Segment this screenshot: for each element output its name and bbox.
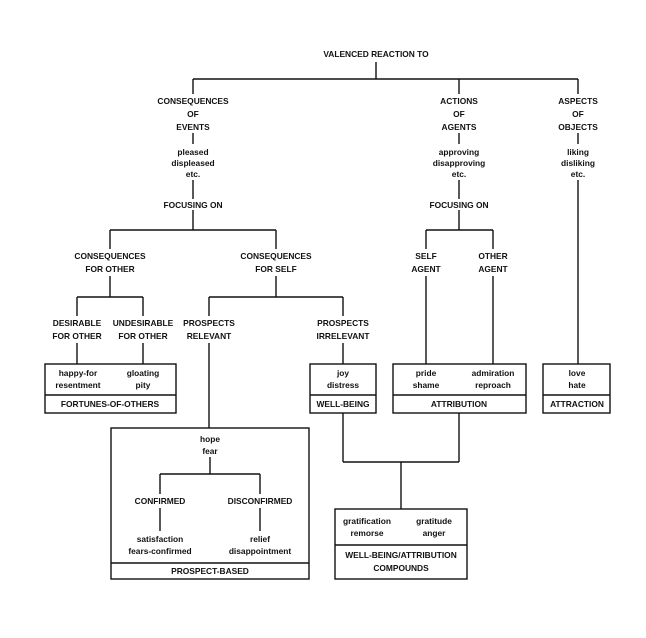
compounds-box xyxy=(334,508,468,580)
other-agent-line-1: OTHER xyxy=(478,251,507,261)
events-reaction-2: displeased xyxy=(171,158,214,168)
confirmed-label: CONFIRMED xyxy=(135,496,186,506)
events-reaction-1: pleased xyxy=(177,147,208,157)
objects-reaction-2: disliking xyxy=(561,158,595,168)
prospects-irrelevant-line-1: PROSPECTS xyxy=(317,318,369,328)
prospect-based-contents: hope fear CONFIRMED DISCONFIRMED satisfa… xyxy=(128,434,292,576)
consequences-for-other-line-1: CONSEQUENCES xyxy=(74,251,146,261)
undesirable-for-other-line-1: UNDESIRABLE xyxy=(113,318,174,328)
agent-focus-nodes: SELF AGENT OTHER AGENT xyxy=(411,251,508,274)
emotion-anger: anger xyxy=(423,528,447,538)
agents-reaction-1: approving xyxy=(439,147,479,157)
emotion-fear: fear xyxy=(202,446,218,456)
emotion-distress: distress xyxy=(327,380,359,390)
emotion-resentment: resentment xyxy=(55,380,100,390)
events-branch-line-3: EVENTS xyxy=(176,122,210,132)
compounds-label-line-1: WELL-BEING/ATTRIBUTION xyxy=(345,550,457,560)
self-agent-line-2: AGENT xyxy=(411,264,441,274)
well-being-label: WELL-BEING xyxy=(316,399,369,409)
prospect-based-box xyxy=(110,427,310,580)
fortunes-of-others-box xyxy=(44,363,177,414)
attraction-contents: love hate ATTRACTION xyxy=(550,368,604,409)
fortunes-of-others-label: FORTUNES-OF-OTHERS xyxy=(61,399,160,409)
emotion-gratification: gratification xyxy=(343,516,391,526)
emotion-disappointment: disappointment xyxy=(229,546,292,556)
compounds-label-line-2: COMPOUNDS xyxy=(373,563,429,573)
agents-branch-line-3: AGENTS xyxy=(442,122,477,132)
attraction-label: ATTRACTION xyxy=(550,399,604,409)
agents-branch: ACTIONS OF AGENTS approving disapproving… xyxy=(429,96,488,210)
emotion-hope: hope xyxy=(200,434,220,444)
emotion-pity: pity xyxy=(136,380,151,390)
emotion-joy: joy xyxy=(336,368,349,378)
objects-branch: ASPECTS OF OBJECTS liking disliking etc. xyxy=(558,96,598,179)
prospects-irrelevant-line-2: IRRELEVANT xyxy=(317,331,371,341)
self-agent-line-1: SELF xyxy=(415,251,436,261)
well-being-box xyxy=(309,363,377,414)
agents-branch-line-1: ACTIONS xyxy=(440,96,478,106)
emotion-remorse: remorse xyxy=(350,528,383,538)
agents-focusing-on: FOCUSING ON xyxy=(429,200,488,210)
prospects-relevant-line-2: RELEVANT xyxy=(187,331,232,341)
emotion-pride: pride xyxy=(416,368,437,378)
emotion-love: love xyxy=(569,368,586,378)
disconfirmed-label: DISCONFIRMED xyxy=(228,496,293,506)
events-reaction-3: etc. xyxy=(186,169,200,179)
objects-reaction-3: etc. xyxy=(571,169,585,179)
emotion-satisfaction: satisfaction xyxy=(137,534,184,544)
connector-lines xyxy=(76,62,579,531)
well-being-contents: joy distress WELL-BEING xyxy=(316,368,369,409)
compounds-contents: gratification remorse gratitude anger WE… xyxy=(343,516,457,573)
events-branch: CONSEQUENCES OF EVENTS pleased displease… xyxy=(157,96,229,210)
emotion-relief: relief xyxy=(250,534,270,544)
undesirable-for-other-line-2: FOR OTHER xyxy=(118,331,167,341)
emotion-shame: shame xyxy=(413,380,440,390)
agents-branch-line-2: OF xyxy=(453,109,465,119)
fortunes-of-others-contents: happy-for resentment gloating pity FORTU… xyxy=(55,368,159,409)
agents-reaction-3: etc. xyxy=(452,169,466,179)
emotion-happy-for: happy-for xyxy=(59,368,98,378)
emotion-gloating: gloating xyxy=(127,368,160,378)
other-agent-line-2: AGENT xyxy=(478,264,508,274)
emotion-reproach: reproach xyxy=(475,380,511,390)
agents-reaction-2: disapproving xyxy=(433,158,486,168)
root-label: VALENCED REACTION TO xyxy=(323,49,429,59)
desirable-for-other-line-2: FOR OTHER xyxy=(52,331,101,341)
event-focus-nodes: CONSEQUENCES FOR OTHER CONSEQUENCES FOR … xyxy=(52,251,370,341)
objects-branch-line-1: ASPECTS xyxy=(558,96,598,106)
prospects-relevant-line-1: PROSPECTS xyxy=(183,318,235,328)
consequences-for-other-line-2: FOR OTHER xyxy=(85,264,134,274)
events-focusing-on: FOCUSING ON xyxy=(163,200,222,210)
consequences-for-self-line-1: CONSEQUENCES xyxy=(240,251,312,261)
desirable-for-other-line-1: DESIRABLE xyxy=(53,318,102,328)
attribution-label: ATTRIBUTION xyxy=(431,399,487,409)
prospect-based-label: PROSPECT-BASED xyxy=(171,566,249,576)
events-branch-line-2: OF xyxy=(187,109,199,119)
events-branch-line-1: CONSEQUENCES xyxy=(157,96,229,106)
emotion-fears-confirmed: fears-confirmed xyxy=(128,546,191,556)
emotion-gratitude: gratitude xyxy=(416,516,452,526)
emotion-hate: hate xyxy=(568,380,586,390)
consequences-for-self-line-2: FOR SELF xyxy=(255,264,296,274)
attribution-contents: pride shame admiration reproach ATTRIBUT… xyxy=(413,368,515,409)
objects-reaction-1: liking xyxy=(567,147,589,157)
attraction-box xyxy=(542,363,611,414)
objects-branch-line-3: OBJECTS xyxy=(558,122,598,132)
objects-branch-line-2: OF xyxy=(572,109,584,119)
emotion-admiration: admiration xyxy=(472,368,515,378)
attribution-box xyxy=(392,363,527,414)
